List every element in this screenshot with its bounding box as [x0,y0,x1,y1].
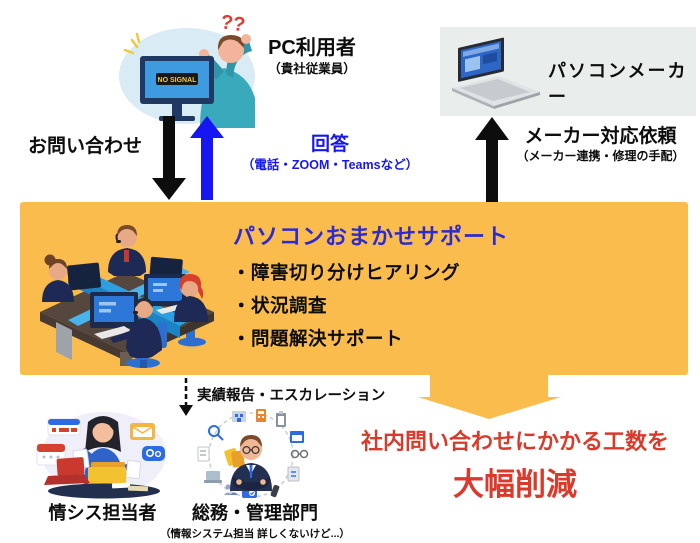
support-box: パソコンおまかせサポート ・障害切り分けヒアリング ・状況調査 ・問題解決サポー… [20,202,688,375]
it-staff-label: 情シス担当者 [48,503,157,523]
svg-text:NO SIGNAL: NO SIGNAL [158,77,198,84]
pc-user-label: PC利用者 （貴社従業員） [252,36,372,77]
answer-title: 回答 [310,134,349,155]
arrow-up-blue [190,116,224,200]
document-icon [197,446,210,462]
calculator-icon [256,409,266,422]
calendar-small-icon [290,431,304,443]
monitor-icon [90,274,186,328]
spark-icon [123,32,141,55]
arrow-dashed-down [179,378,193,416]
admin-dept-title: 総務・管理部門 [192,503,318,523]
arrow-down-black [152,116,186,200]
report-label: 実績報告・エスカレーション [197,388,386,404]
maker-request-label: メーカー対応依頼 （メーカー連携・修理の手配） [503,125,698,164]
answer-detail: （電話・ZOOM・Teamsなど） [241,157,419,172]
admin-dept-note: （情報システム担当 詳しくないけど...） [160,528,350,540]
no-signal-monitor-icon: NO SIGNAL [140,56,214,121]
gear-icon [142,446,165,461]
agent-left [42,254,74,302]
admin-illustration [197,409,309,498]
support-item-3: ・問題解決サポート [232,328,404,349]
arrow-up-black [475,117,509,202]
support-item-2: ・状況調査 [232,295,328,316]
red-laptop-icon [44,457,90,485]
admin-dept-label: 総務・管理部門 （情報システム担当 詳しくないけど...） [155,499,355,541]
magnifier-icon [208,425,224,441]
mail-icon [130,423,155,440]
pc-user-subtitle: （貴社従業員） [268,62,356,76]
arrow-big-orange [418,374,561,419]
inquiry-label: お問い合わせ [28,136,143,157]
laptop-illustration [452,37,540,109]
support-item-1: ・障害切り分けヒアリング [232,262,461,283]
admin-person [224,435,272,491]
folder-icon [88,462,126,486]
pc-maker-title: パソコンメーカー [548,61,688,107]
calendar-icon [36,418,81,466]
result-line1: 社内問い合わせにかかる工数を [360,429,669,454]
it-staff-illustration [36,412,166,499]
maker-request-detail: （メーカー連携・修理の手配） [516,148,685,163]
checklist-icon [287,466,300,482]
phone-icon [270,484,280,498]
support-title: パソコンおまかせサポート [233,224,510,249]
call-center-illustration [40,225,214,368]
laptop-base-icon [452,76,540,109]
maker-request-title: メーカー対応依頼 [524,126,677,147]
glasses-icon [290,449,309,459]
agent-right [174,274,208,322]
answer-label: 回答 （電話・ZOOM・Teamsなど） [235,133,425,173]
result-line2: 大幅削減 [453,467,577,502]
question-marks: ?? [219,11,246,36]
agent-standing [108,225,146,276]
result-label: 社内問い合わせにかかる工数を 大幅削減 [355,424,675,504]
agent-seated [110,298,167,368]
laptop-small-icon [204,471,222,483]
clipboard-icon [276,411,286,427]
building-icon [232,411,246,422]
laptop-screen-icon [458,37,504,82]
pc-user-illustration: ?? NO SIGNAL [119,11,255,128]
pc-user-title: PC利用者 [268,37,356,59]
